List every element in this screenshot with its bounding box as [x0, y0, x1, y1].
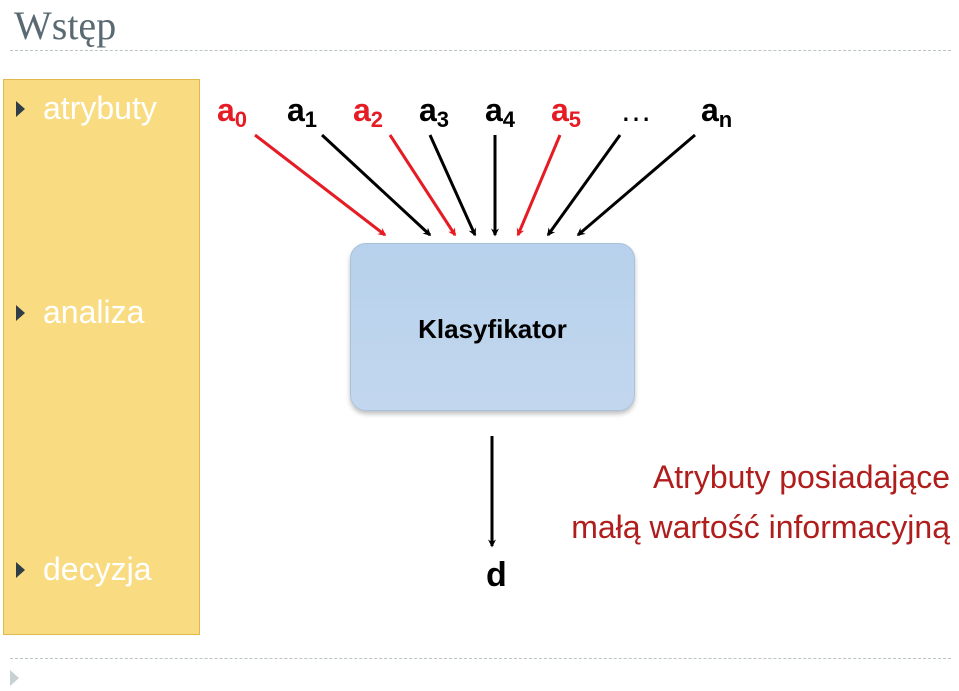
note-line-1: Atrybuty posiadające	[652, 459, 950, 495]
sidebar-item-analiza: analiza	[16, 294, 144, 331]
attribute-arrow	[576, 133, 696, 237]
classifier-box: Klasyfikator	[350, 243, 635, 411]
attribute-index: 0	[234, 107, 248, 132]
attribute-index: n	[718, 107, 733, 132]
attribute-label-an: an	[701, 92, 732, 133]
attribute-arrow	[516, 134, 562, 237]
attribute-index: 3	[436, 107, 450, 132]
sidebar-item-label: analiza	[43, 294, 145, 330]
attribute-index: 1	[304, 107, 318, 132]
bullet-triangle-icon	[16, 561, 25, 578]
attribute-index: 5	[568, 107, 582, 132]
classifier-label: Klasyfikator	[418, 314, 567, 344]
attribute-index: 4	[502, 107, 516, 132]
attribute-ellipsis: …	[620, 92, 652, 128]
attribute-arrow	[546, 134, 622, 237]
sidebar-item-decyzja: decyzja	[16, 551, 152, 588]
sidebar-item-label: atrybuty	[43, 90, 157, 126]
note-text: Atrybuty posiadające małą wartość inform…	[520, 452, 950, 552]
attribute-index: 2	[370, 107, 384, 132]
attribute-letter: a	[485, 92, 503, 128]
sidebar-item-atrybuty: atrybuty	[16, 90, 157, 127]
bullet-triangle-icon	[16, 100, 25, 117]
note-line-2: małą wartość informacyjną	[571, 509, 950, 545]
attribute-arrow	[320, 133, 432, 237]
attribute-label-a3: a3	[419, 92, 449, 133]
attribute-letter: a	[217, 92, 235, 128]
attribute-label-a0: a0	[217, 92, 247, 133]
attribute-letter: a	[353, 92, 371, 128]
sidebar-item-label: decyzja	[43, 551, 152, 587]
bullet-triangle-icon	[16, 304, 25, 321]
title-divider	[10, 50, 951, 51]
decision-label: d	[486, 556, 507, 594]
footer-triangle-icon	[10, 670, 19, 686]
page-title: Wstęp	[14, 3, 117, 48]
attribute-label-a2: a2	[353, 92, 383, 133]
attribute-arrow	[254, 133, 387, 237]
attribute-label-a5: a5	[551, 92, 581, 133]
attribute-letter: a	[419, 92, 437, 128]
attribute-letter: a	[551, 92, 569, 128]
attribute-arrow	[428, 134, 477, 237]
attribute-letter: a	[701, 92, 719, 128]
attribute-letter: a	[287, 92, 305, 128]
attribute-label-a4: a4	[485, 92, 515, 133]
attribute-label-a1: a1	[287, 92, 317, 133]
attribute-arrow	[388, 134, 457, 237]
footer-divider	[10, 658, 951, 659]
sidebar	[3, 79, 200, 635]
